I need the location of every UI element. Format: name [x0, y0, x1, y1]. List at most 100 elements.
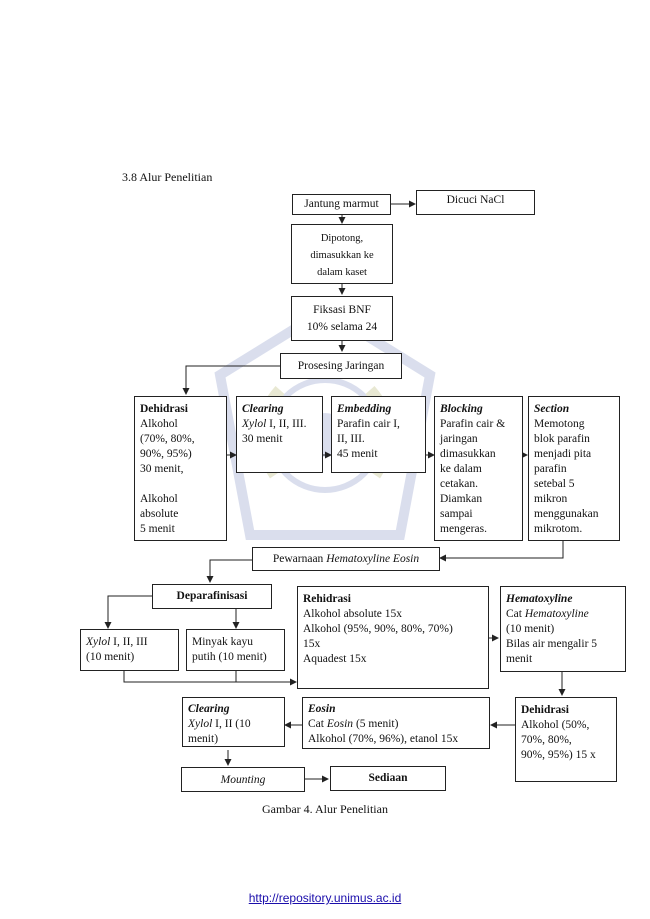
- node-line: dimasukkan ke: [310, 250, 374, 261]
- node-line: sampai: [440, 508, 473, 520]
- node-line: 30 menit: [242, 433, 283, 445]
- node-line: Aquadest 15x: [303, 653, 367, 665]
- node-label: Mounting: [220, 774, 266, 786]
- node-line: setebal 5: [534, 478, 575, 490]
- node-line: Alkohol: [140, 493, 178, 505]
- node-clearing-2: Clearing Xylol I, II (10 menit): [182, 697, 285, 747]
- node-label: Pewarnaan: [272, 553, 327, 565]
- node-line: mikrotom.: [534, 523, 583, 535]
- node-line: Parafin cair I,: [337, 418, 400, 430]
- node-line: putih (10 menit): [192, 651, 267, 663]
- node-title: Dehidrasi: [140, 403, 188, 415]
- node-line: 10% selama 24: [306, 321, 378, 333]
- node-line: 90%, 95%) 15 x: [521, 749, 596, 761]
- node-hematoxyline: Hematoxyline Cat Hematoxyline (10 menit)…: [500, 586, 626, 672]
- node-dicuci-nacl: Dicuci NaCl: [416, 190, 535, 215]
- node-title: Embedding: [337, 403, 392, 415]
- section-heading: 3.8 Alur Penelitian: [122, 170, 213, 184]
- node-italic-word: Xylol: [242, 418, 267, 430]
- node-italic-word: Hematoxyline Eosin: [326, 553, 420, 565]
- node-line: jaringan: [440, 433, 478, 445]
- node-xylol: Xylol I, II, III (10 menit): [80, 629, 179, 671]
- node-dipotong: Dipotong, dimasukkan ke dalam kaset: [291, 224, 393, 284]
- node-line: ke dalam: [440, 463, 482, 475]
- node-label: Sediaan: [368, 772, 408, 784]
- node-line: 5 menit: [140, 523, 175, 535]
- node-embedding: Embedding Parafin cair I, II, III. 45 me…: [331, 396, 426, 473]
- node-deparafinisasi: Deparafinisasi: [152, 584, 272, 609]
- node-line: 45 menit: [337, 448, 378, 460]
- node-line: Alkohol absolute 15x: [303, 608, 403, 620]
- node-italic-word: Hematoxyline: [524, 608, 589, 620]
- node-title: Dehidrasi: [521, 704, 569, 716]
- node-line: Bilas air mengalir 5: [506, 638, 598, 650]
- node-eosin: Eosin Cat Eosin (5 menit) Alkohol (70%, …: [302, 697, 490, 749]
- node-line: (70%, 80%,: [140, 433, 195, 445]
- node-spacer: [140, 477, 221, 492]
- node-line: menggunakan: [534, 508, 599, 520]
- node-line: mengeras.: [440, 523, 487, 535]
- node-title: Eosin: [308, 703, 336, 715]
- node-rehidrasi: Rehidrasi Alkohol absolute 15x Alkohol (…: [297, 586, 489, 689]
- node-title: Hematoxyline: [506, 593, 573, 605]
- node-label: Prosesing Jaringan: [297, 360, 385, 372]
- node-line: (10 menit): [506, 623, 555, 635]
- node-line: Minyak kayu: [192, 636, 254, 648]
- node-dehidrasi-1: Dehidrasi Alkohol (70%, 80%, 90%, 95%) 3…: [134, 396, 227, 541]
- node-line: I, II, III: [110, 636, 148, 648]
- node-line: Fiksasi BNF: [313, 304, 371, 316]
- repository-link[interactable]: http://repository.unimus.ac.id: [248, 891, 402, 905]
- node-line: blok parafin: [534, 433, 590, 445]
- node-line: (5 menit): [353, 718, 399, 730]
- node-title: Clearing: [242, 403, 284, 415]
- node-prosesing-jaringan: Prosesing Jaringan: [280, 353, 402, 379]
- node-line: dimasukkan: [440, 448, 496, 460]
- node-title: Blocking: [440, 403, 483, 415]
- node-line: I, II (10: [212, 718, 251, 730]
- node-line: menjadi pita: [534, 448, 592, 460]
- node-italic-word: Xylol: [86, 636, 111, 648]
- node-line: Cat: [506, 608, 525, 620]
- node-clearing-1: Clearing Xylol I, II, III. 30 menit: [236, 396, 323, 473]
- node-line: I, II, III.: [266, 418, 307, 430]
- node-section: Section Memotong blok parafin menjadi pi…: [528, 396, 620, 541]
- node-line: 70%, 80%,: [521, 734, 572, 746]
- node-line: Alkohol (95%, 90%, 80%, 70%): [303, 623, 453, 635]
- node-label: Jantung marmut: [304, 198, 379, 210]
- node-label: Dicuci NaCl: [446, 194, 505, 206]
- node-sediaan: Sediaan: [330, 766, 446, 791]
- node-mounting: Mounting: [181, 767, 305, 792]
- node-blocking: Blocking Parafin cair & jaringan dimasuk…: [434, 396, 523, 541]
- node-line: (10 menit): [86, 651, 135, 663]
- node-line: Dipotong,: [320, 233, 364, 244]
- node-line: cetakan.: [440, 478, 478, 490]
- node-label: Deparafinisasi: [176, 590, 248, 602]
- node-line: 30 menit,: [140, 463, 184, 475]
- node-line: menit: [506, 653, 533, 665]
- node-line: Cat: [308, 718, 327, 730]
- node-title: Rehidrasi: [303, 593, 351, 605]
- node-pewarnaan-he: Pewarnaan Hematoxyline Eosin: [252, 547, 440, 571]
- node-line: 90%, 95%): [140, 448, 192, 460]
- node-line: Alkohol (70%, 96%), etanol 15x: [308, 733, 459, 745]
- node-italic-word: Eosin: [326, 718, 354, 730]
- node-dehidrasi-2: Dehidrasi Alkohol (50%, 70%, 80%, 90%, 9…: [515, 697, 617, 782]
- node-line: Alkohol: [140, 418, 178, 430]
- node-fiksasi-bnf: Fiksasi BNF 10% selama 24: [291, 296, 393, 341]
- node-line: 15x: [303, 638, 321, 650]
- node-line: parafin: [534, 463, 567, 475]
- node-line: Diamkan: [440, 493, 483, 505]
- figure-caption: Gambar 4. Alur Penelitian: [262, 802, 388, 816]
- node-line: Alkohol (50%,: [521, 719, 590, 731]
- node-line: dalam kaset: [317, 267, 367, 278]
- node-line: mikron: [534, 493, 568, 505]
- node-jantung-marmut: Jantung marmut: [292, 194, 391, 215]
- node-line: II, III.: [337, 433, 365, 445]
- node-line: menit): [188, 733, 219, 745]
- node-title: Section: [534, 403, 570, 415]
- node-italic-word: Xylol: [188, 718, 213, 730]
- node-line: Parafin cair &: [440, 418, 506, 430]
- node-title: Clearing: [188, 703, 230, 715]
- node-minyak-kayu-putih: Minyak kayu putih (10 menit): [186, 629, 285, 671]
- node-line: Memotong: [534, 418, 585, 430]
